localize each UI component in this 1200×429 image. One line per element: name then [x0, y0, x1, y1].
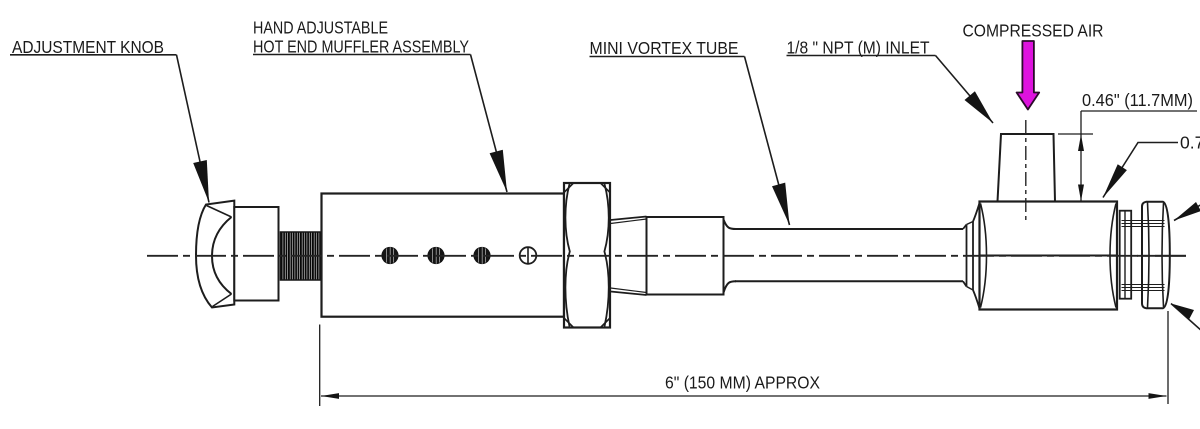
svg-text:6" (150 MM) APPROX: 6" (150 MM) APPROX — [665, 373, 820, 393]
svg-text:ADJUSTMENT KNOB: ADJUSTMENT KNOB — [12, 37, 164, 57]
svg-text:0.46" (11.7MM): 0.46" (11.7MM) — [1082, 90, 1193, 110]
svg-text:0.75: 0.75 — [1180, 133, 1200, 153]
svg-text:HOT END MUFFLER ASSEMBLY: HOT END MUFFLER ASSEMBLY — [253, 37, 469, 57]
svg-text:MINI VORTEX TUBE: MINI VORTEX TUBE — [590, 38, 739, 58]
svg-text:COMPRESSED AIR: COMPRESSED AIR — [963, 21, 1104, 41]
svg-text:1/8 " NPT (M) INLET: 1/8 " NPT (M) INLET — [787, 38, 930, 58]
svg-text:HAND ADJUSTABLE: HAND ADJUSTABLE — [253, 18, 388, 38]
